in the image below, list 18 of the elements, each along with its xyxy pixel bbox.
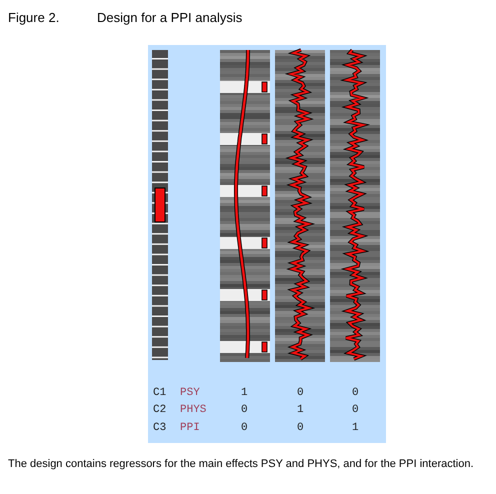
contrast-weight: 0 — [352, 404, 359, 416]
contrast-label: C1 — [153, 387, 166, 399]
contrast-weight: 0 — [241, 404, 248, 416]
regressor-name: PHYS — [180, 404, 206, 416]
contrast-label: C3 — [153, 422, 166, 434]
contrast-weight: 0 — [241, 422, 248, 434]
regressor-name: PPI — [180, 422, 200, 434]
contrast-weight: 1 — [241, 387, 248, 399]
figure-title: Design for a PPI analysis — [97, 10, 242, 25]
contrast-weight: 1 — [352, 422, 359, 434]
contrast-weight: 0 — [352, 387, 359, 399]
contrast-label: C2 — [153, 404, 166, 416]
figure-caption: The design contains regressors for the main effects PSY and PHYS, and for the PPI interaction. — [8, 458, 475, 471]
contrast-weight: 1 — [297, 404, 304, 416]
contrast-weight: 0 — [297, 387, 304, 399]
regressor-name: PSY — [180, 387, 200, 399]
figure-number: Figure 2. — [8, 10, 60, 25]
contrast-weight: 0 — [297, 422, 304, 434]
